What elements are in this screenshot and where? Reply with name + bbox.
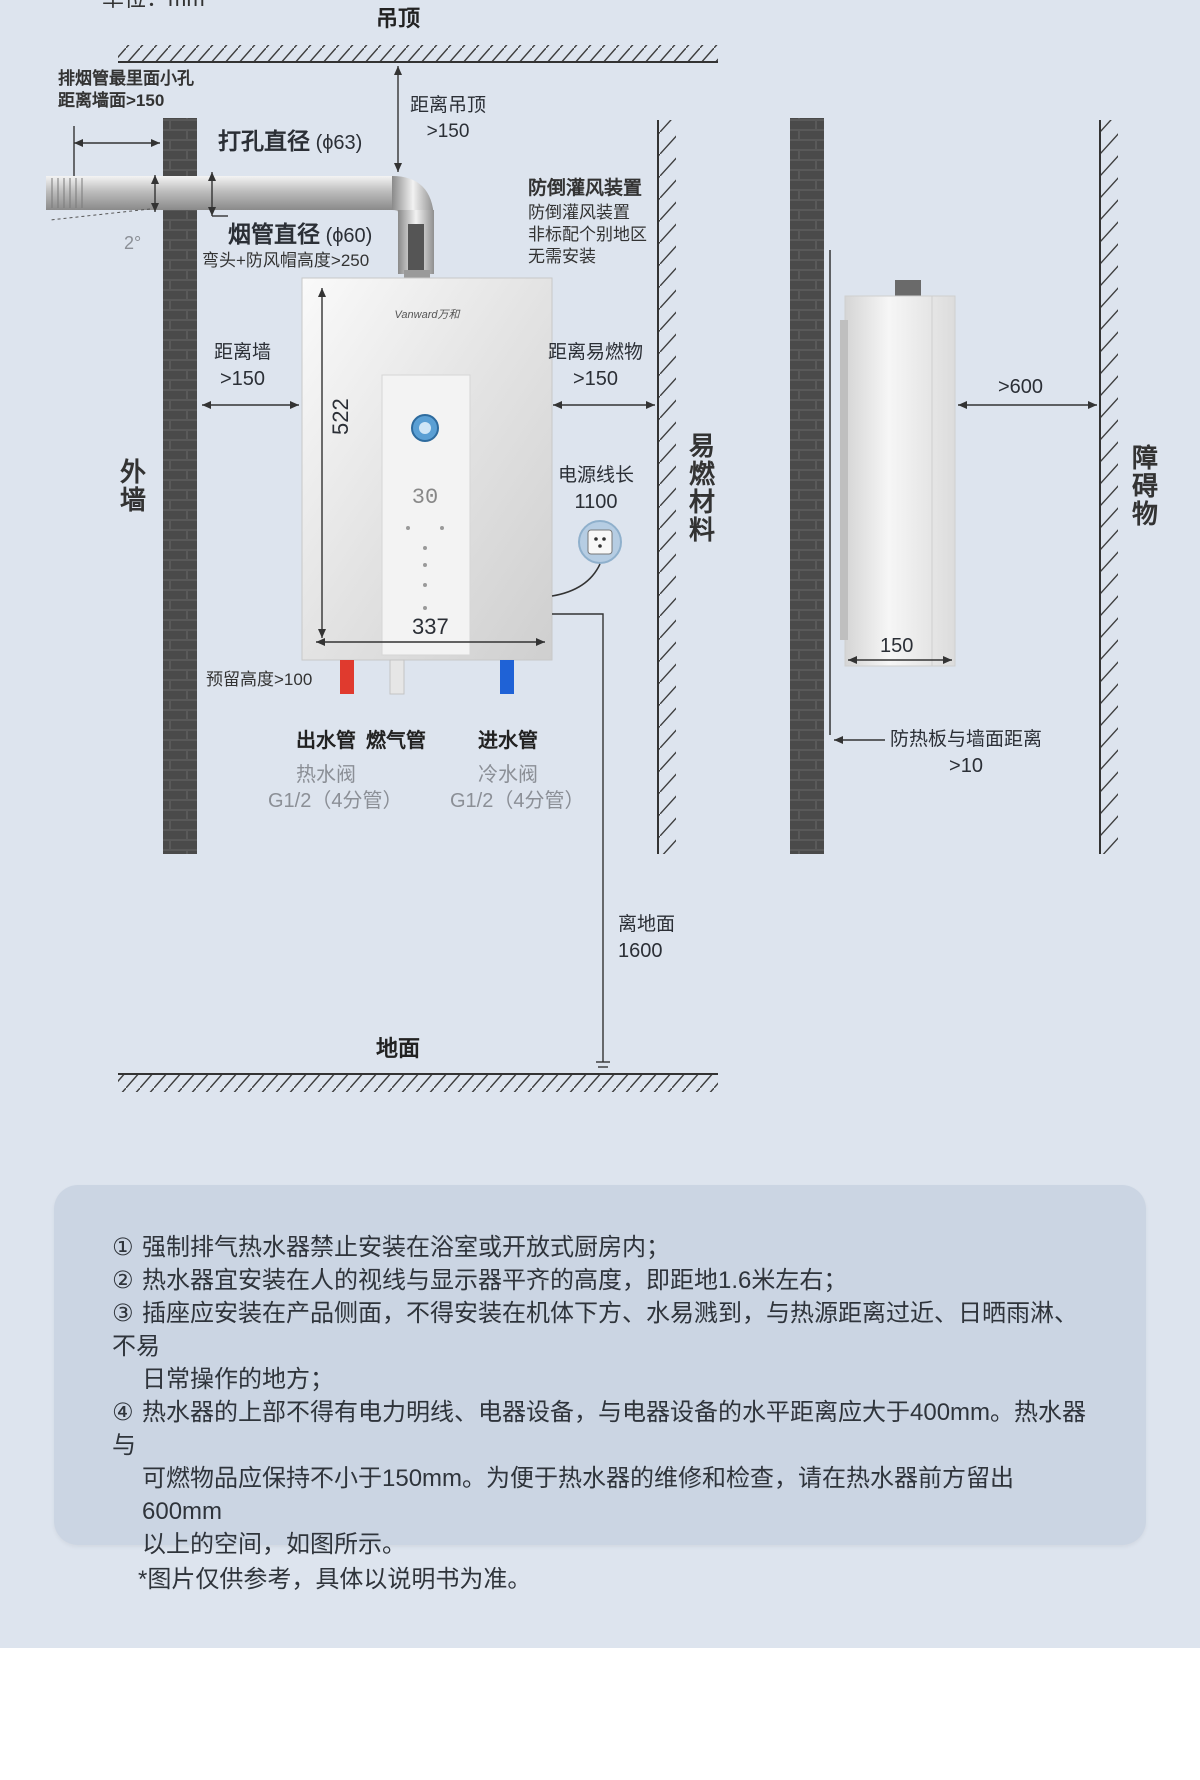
side-wall: [790, 118, 824, 854]
obstacle-wall: [1099, 120, 1118, 854]
disclaimer: *图片仅供参考，具体以说明书为准。: [138, 1566, 532, 1593]
obstacle-label: 障碍物: [1131, 443, 1158, 529]
outer-wall-label: 外墙: [119, 457, 146, 515]
hot-valve-label: 热水阀: [296, 764, 356, 786]
heater-front: 30 Vanward万和: [301, 277, 553, 661]
power-cord-label: 电源线长 1100: [558, 465, 635, 513]
reserve-height-label: 预留高度>100: [206, 670, 313, 689]
combustible-wall: [657, 120, 676, 854]
cold-valve-label: 冷水阀: [478, 764, 538, 786]
wall-distance-label: 距离墙 >150: [214, 342, 272, 390]
outlet-pipe-label: 出水管: [296, 730, 356, 752]
diagram-drawing: 30 Vanward万和: [46, 45, 1118, 1092]
cold-water-pipe: [500, 660, 514, 694]
hot-water-pipe: [340, 660, 354, 694]
floor-distance-label: 离地面 1600: [618, 914, 676, 962]
pipe-angle-label: 2°: [124, 233, 142, 253]
inlet-pipe-label: 进水管: [478, 730, 538, 752]
power-socket-icon: [578, 520, 622, 564]
heater-brand: Vanward万和: [394, 308, 460, 321]
floor-line: [118, 1073, 718, 1092]
pipe-diameter-label: 烟管直径 (ϕ60): [228, 221, 373, 247]
display-temperature: 30: [412, 485, 438, 510]
drill-diameter-label: 打孔直径 (ϕ63): [218, 128, 363, 154]
heater-width-label: 337: [412, 614, 449, 639]
unit-label: 单位：mm: [102, 0, 205, 10]
gas-pipe: [389, 659, 405, 695]
exhaust-pipe: [46, 176, 434, 284]
combustible-distance-label: 距离易燃物 >150: [548, 342, 644, 390]
ceiling-line: [118, 45, 718, 63]
installation-diagram: 30 Vanward万和: [0, 0, 1200, 1648]
outer-wall: [163, 118, 197, 854]
combustible-material-label: 易燃材料: [688, 431, 715, 545]
side-depth-label: 150: [880, 635, 914, 657]
front-clearance-label: >600: [998, 376, 1044, 398]
hole-distance-label: 排烟管最里面小孔 距离墙面>150: [58, 69, 194, 110]
ceiling-label: 吊顶: [376, 6, 421, 31]
power-cord: [551, 563, 601, 597]
hot-valve-spec: G1/2（4分管）: [268, 790, 403, 812]
gas-pipe-label: 燃气管: [366, 730, 426, 752]
heater-side: [840, 280, 956, 667]
floor-label: 地面: [376, 1036, 421, 1061]
cold-valve-spec: G1/2（4分管）: [450, 790, 585, 812]
heater-height-label: 522: [328, 398, 353, 435]
ceiling-distance-label: 距离吊顶 >150: [410, 95, 487, 142]
heat-shield-label: 防热板与墙面距离 >10: [890, 729, 1043, 777]
backdraft-label: 防倒灌风装置 防倒灌风装置 非标配个别地区 无需安装: [528, 178, 647, 266]
elbow-height-label: 弯头+防风帽高度>250: [202, 251, 370, 270]
